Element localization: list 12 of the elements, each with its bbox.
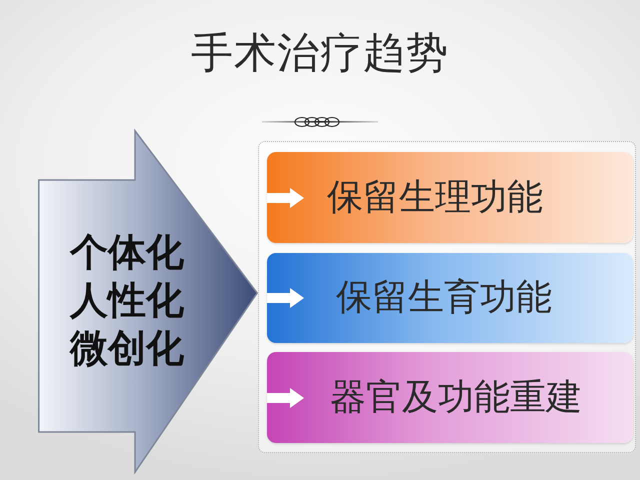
- gradient-bar: [267, 152, 633, 243]
- arrow-label: 人性化: [70, 279, 184, 321]
- arrow-label: 微创化: [70, 327, 184, 369]
- block-arrow: [38, 130, 258, 473]
- bar-label: 保留生育功能: [336, 278, 552, 318]
- dotted-panel: [258, 141, 636, 453]
- gradient-bar: [267, 253, 633, 343]
- slide-title: 手术治疗趋势: [191, 30, 449, 76]
- bar-label: 器官及功能重建: [330, 378, 582, 418]
- arrow-label: 个体化: [70, 231, 184, 273]
- gradient-bar: [267, 352, 633, 443]
- bar-label: 保留生理功能: [327, 178, 543, 218]
